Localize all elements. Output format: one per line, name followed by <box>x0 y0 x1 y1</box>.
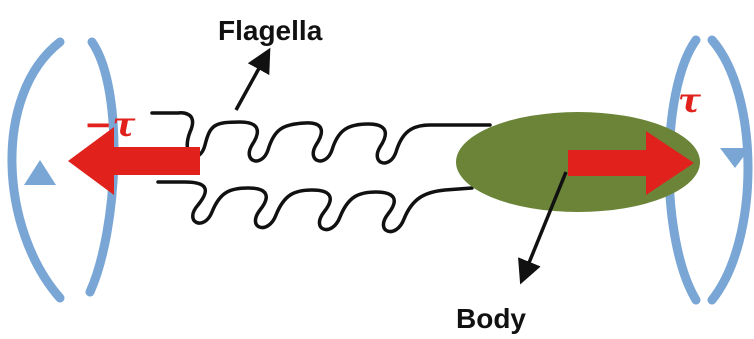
flagellum-lower <box>158 182 472 232</box>
flagella-label: Flagella <box>218 15 323 46</box>
flagella-helices <box>152 113 490 232</box>
body-label: Body <box>456 303 526 334</box>
flagella-pointer-icon <box>236 52 268 110</box>
torque-right-label: τ <box>678 81 701 121</box>
torque-left-label: −τ <box>84 105 135 145</box>
flagellum-upper <box>152 113 490 163</box>
